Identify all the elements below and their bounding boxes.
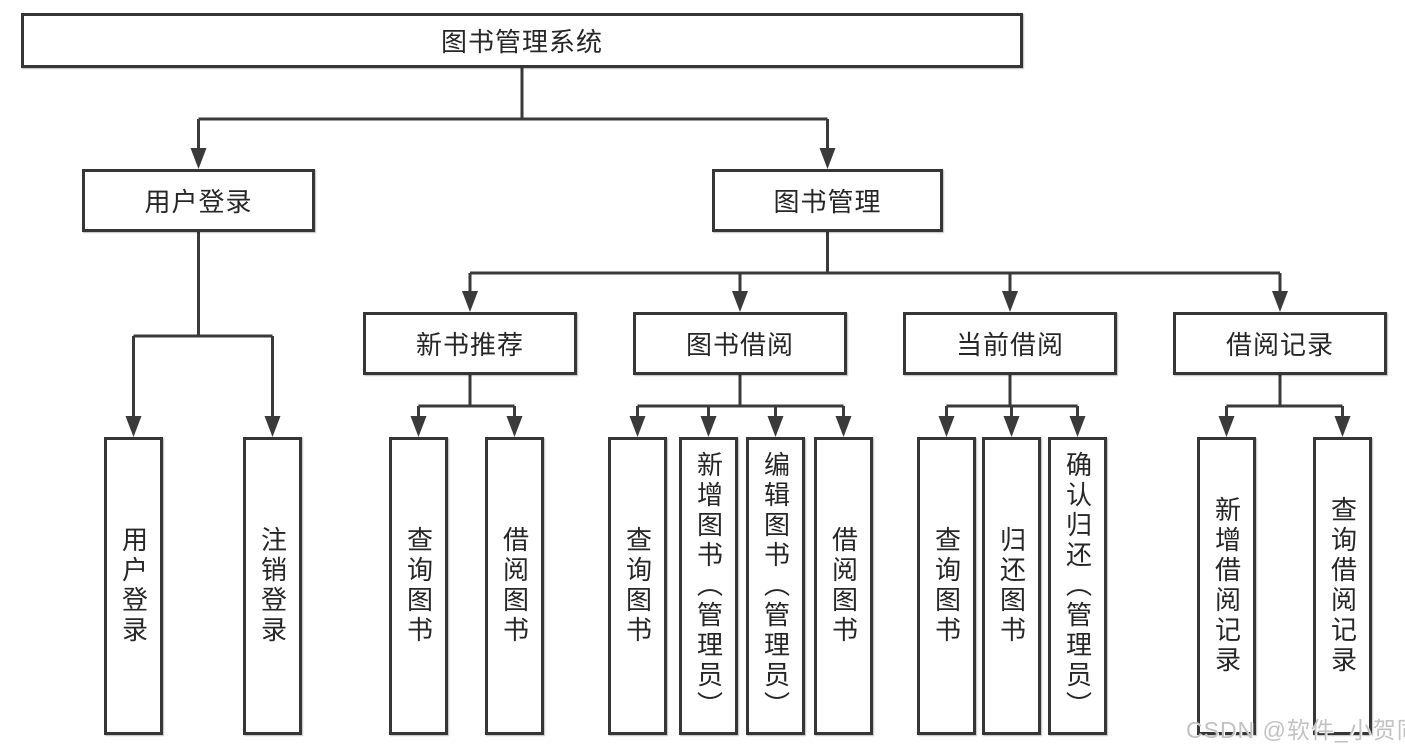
diagram-node-leaf-nb-query: 查询图书 [389, 437, 448, 735]
arrowhead-icon [506, 416, 523, 437]
diagram-node-new-book-rec: 新书推荐 [363, 312, 577, 375]
diagram-node-book-borrow: 图书借阅 [633, 312, 847, 375]
arrowhead-icon [819, 148, 836, 169]
arrowhead-icon [462, 291, 478, 312]
arrowhead-icon [700, 416, 717, 437]
arrowhead-icon [1003, 416, 1020, 437]
diagram-node-label: 当前借阅 [955, 330, 1064, 360]
diagram-node-book-mgmt: 图书管理 [712, 169, 943, 232]
diagram-node-label: 编辑图书（管理员） [760, 451, 791, 721]
arrowhead-icon [125, 416, 142, 437]
arrowhead-icon [938, 416, 955, 437]
diagram-node-user-login: 用户登录 [82, 169, 315, 232]
diagram-node-leaf-bb-edit: 编辑图书（管理员） [746, 437, 805, 735]
arrowhead-icon [629, 416, 646, 437]
diagram-node-label: 归还图书 [996, 526, 1027, 646]
arrowhead-icon [1218, 416, 1235, 437]
diagram-node-label: 注销登录 [257, 526, 288, 646]
diagram-node-leaf-cb-confirm: 确认归还（管理员） [1048, 437, 1107, 735]
diagram-node-leaf-bb-borrow: 借阅图书 [814, 437, 873, 735]
arrowhead-icon [835, 416, 852, 437]
arrowhead-icon [1272, 291, 1288, 312]
diagram-node-label: 查询图书 [622, 526, 653, 646]
diagram-node-leaf-logout: 注销登录 [243, 437, 302, 735]
diagram-node-leaf-cb-query: 查询图书 [917, 437, 976, 735]
diagram-node-label: 新增图书（管理员） [693, 451, 724, 721]
diagram-node-label: 借阅记录 [1225, 330, 1334, 360]
diagram-node-label: 新增借阅记录 [1211, 496, 1242, 676]
diagram-node-label: 借阅图书 [499, 526, 530, 646]
diagram-node-label: 确认归还（管理员） [1062, 451, 1093, 721]
watermark: CSDN @软件_小贺同学 [1186, 717, 1405, 743]
arrowhead-icon [1334, 416, 1351, 437]
arrowhead-icon [410, 416, 427, 437]
diagram-node-root: 图书管理系统 [21, 13, 1023, 68]
diagram-node-leaf-bb-query: 查询图书 [608, 437, 667, 735]
diagram-node-label: 查询图书 [403, 526, 434, 646]
diagram-node-label: 图书管理 [773, 187, 882, 217]
diagram-node-label: 借阅图书 [828, 526, 859, 646]
diagram-node-leaf-br-add: 新增借阅记录 [1197, 437, 1256, 735]
diagram-node-label: 新书推荐 [415, 330, 524, 360]
arrowhead-icon [190, 148, 207, 169]
diagram-node-label: 用户登录 [118, 526, 149, 646]
arrowhead-icon [732, 291, 748, 312]
diagram-node-label: 查询借阅记录 [1327, 496, 1358, 676]
diagram-node-leaf-br-query: 查询借阅记录 [1313, 437, 1372, 735]
diagram-node-leaf-user-login: 用户登录 [104, 437, 163, 735]
diagram-node-leaf-nb-borrow: 借阅图书 [485, 437, 544, 735]
diagram-node-borrow-records: 借阅记录 [1173, 312, 1387, 375]
arrowhead-icon [1002, 291, 1018, 312]
diagram-node-leaf-cb-return: 归还图书 [982, 437, 1041, 735]
arrowhead-icon [1069, 416, 1086, 437]
diagram-node-label: 查询图书 [931, 526, 962, 646]
arrowhead-icon [767, 416, 784, 437]
arrowhead-icon [264, 416, 281, 437]
diagram-node-leaf-bb-add: 新增图书（管理员） [679, 437, 738, 735]
diagram-node-label: 图书管理系统 [440, 27, 603, 57]
diagram-node-current-borrow: 当前借阅 [903, 312, 1117, 375]
diagram-node-label: 用户登录 [144, 187, 253, 217]
diagram-node-label: 图书借阅 [685, 330, 794, 360]
